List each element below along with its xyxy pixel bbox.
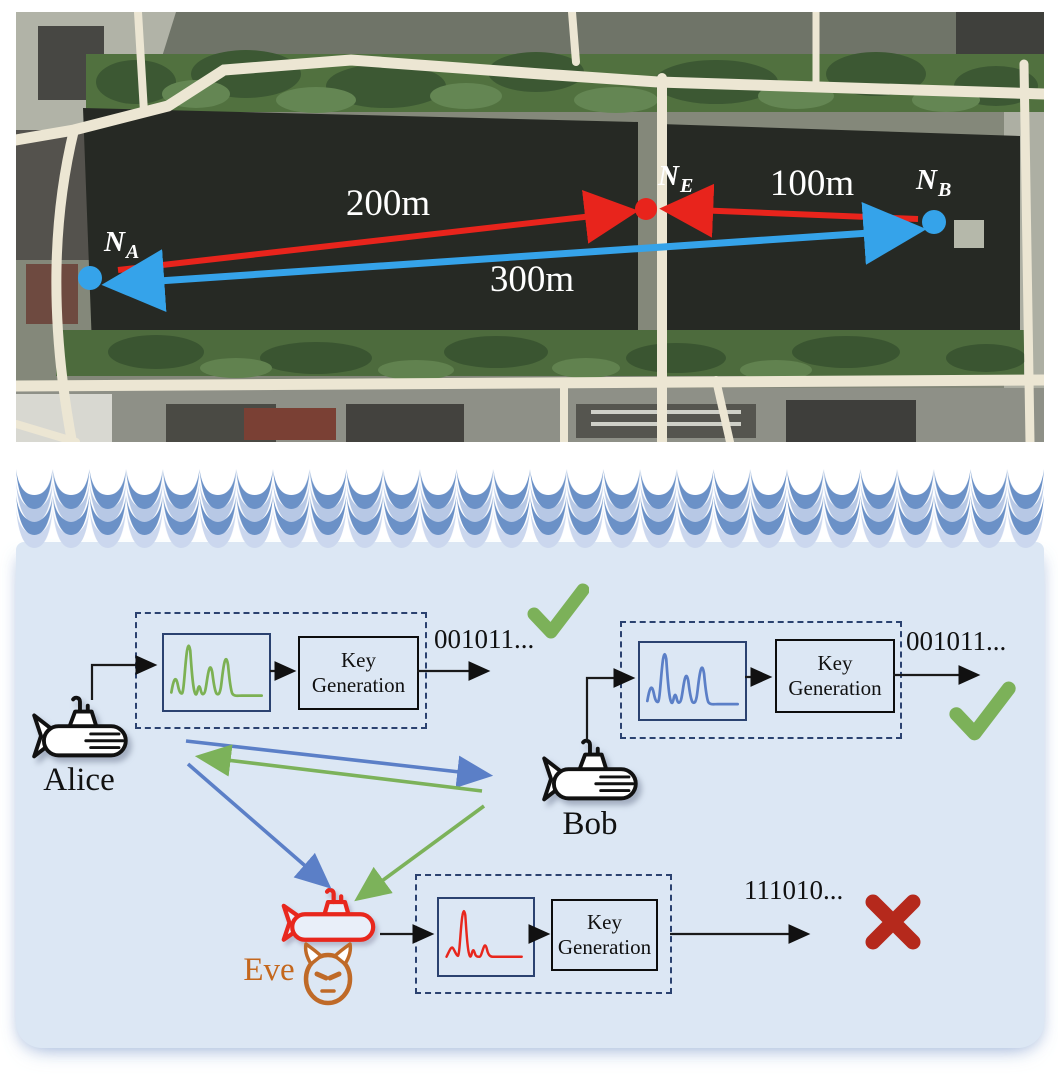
bob-spectrum-box [638,641,747,721]
node-label-b: NB [916,164,953,201]
arrow-alice-bob-300m [101,201,927,313]
submarine-icon [542,738,638,802]
node-dot-b [922,210,946,234]
distance-label-300m: 300m [489,259,575,300]
alice-label: Alice [43,762,115,798]
node-label-e: NE [658,160,695,197]
check-icon [949,681,1016,741]
devil-icon [303,942,353,1006]
bob-keygen-box: Key Generation [775,639,895,713]
check-icon [527,583,589,639]
node-label-a: NA [104,226,141,263]
keygen-line2: Generation [788,676,882,700]
distance-label-100m: 100m [769,163,855,204]
cross-icon [865,894,921,950]
keygen-line2: Generation [311,673,406,697]
keygen-line1: Key [587,910,622,935]
node-dot-e [635,198,657,220]
eve-label: Eve [243,952,295,988]
node-dot-a [78,266,102,290]
wave-border [16,468,1044,560]
eve-spectrum-box [437,897,535,977]
submarine-icon-eve [281,887,376,942]
alice-keygen-box: Key Generation [298,636,419,710]
keygen-line2: Generation [557,935,652,959]
submarine-icon [32,695,128,759]
keygen-line1: Key [817,651,853,676]
eve-key-bits: 111010... [744,875,844,905]
bob-label: Bob [562,806,618,842]
keygen-line1: Key [341,648,376,673]
distance-label-200m: 200m [345,183,431,224]
alice-key-bits: 001011... [434,624,535,654]
spectrum-icon [169,644,264,698]
alice-spectrum-box [162,633,271,712]
bob-key-bits: 001011... [906,626,1007,656]
spectrum-icon [445,909,523,958]
aerial-map [16,12,1044,442]
spectrum-icon [645,652,740,706]
map-scenery [16,12,1044,442]
eve-keygen-box: Key Generation [551,899,658,971]
